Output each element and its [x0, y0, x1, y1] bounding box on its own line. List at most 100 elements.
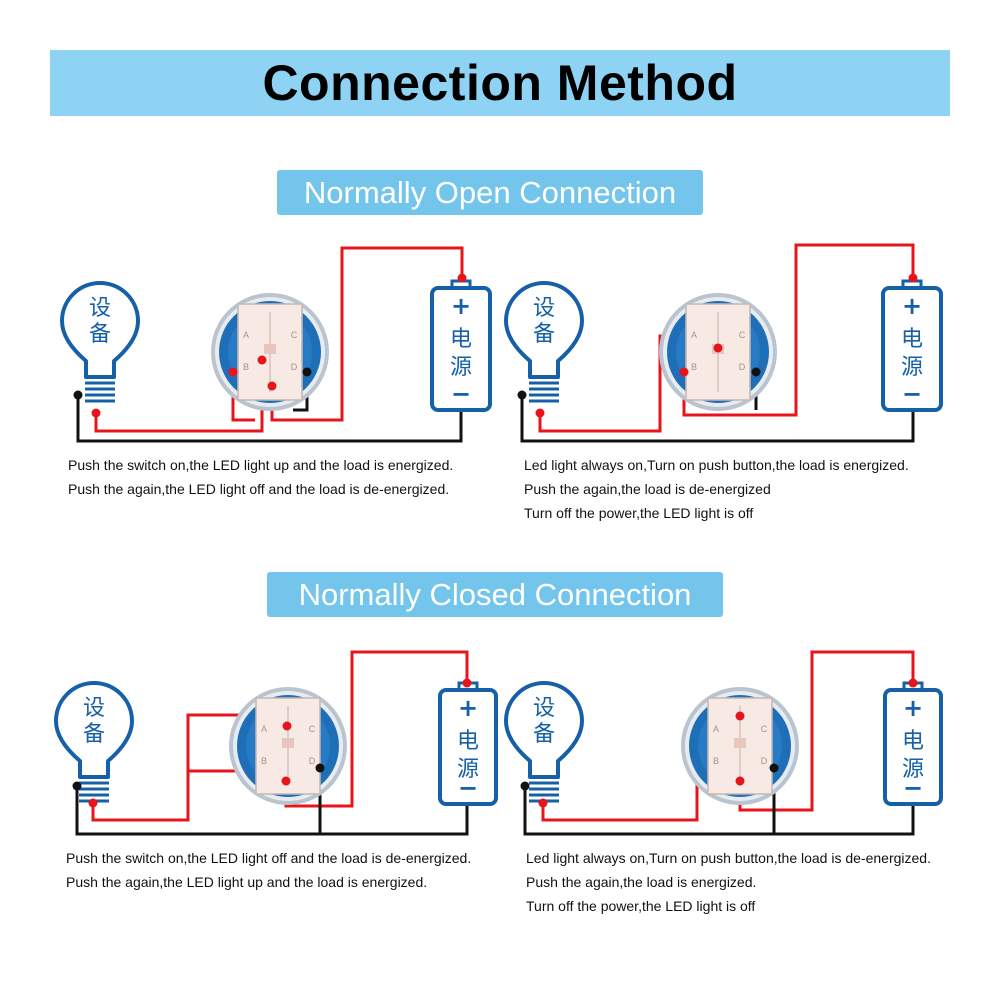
bulb-icon [504, 681, 584, 779]
bulb-label: 设备 [533, 296, 555, 347]
bulb-icon [54, 681, 134, 779]
caption-line: Led light always on,Turn on push button,… [526, 850, 931, 866]
terminal-dot [315, 763, 325, 773]
caption-line: Push the again,the LED light up and the … [66, 874, 428, 890]
battery-icon [438, 688, 498, 806]
battery-plus-label: + [458, 694, 478, 722]
battery-plus-label: + [902, 292, 922, 320]
switch-terminal-letter: A [243, 330, 249, 340]
terminal-dot [535, 408, 545, 418]
battery-minus-label: − [903, 774, 923, 802]
switch-terminal-letter: A [261, 724, 267, 734]
battery-icon [430, 286, 492, 412]
switch-contact [734, 738, 746, 748]
bulb-label: 设备 [89, 296, 111, 347]
battery-label: 电源 [902, 729, 924, 782]
terminal-dot [281, 776, 291, 786]
bulb-icon [504, 281, 584, 379]
switch-terminal-letter: D [761, 756, 768, 766]
terminal-dot [713, 343, 723, 353]
bulb-label: 设备 [83, 696, 105, 747]
caption-line: Led light always on,Turn on push button,… [524, 457, 909, 473]
battery-plus-label: + [903, 694, 923, 722]
diagram-nc-left: A C B D 设备 + 电源− [54, 650, 498, 836]
title-bar: Connection Method [50, 50, 950, 116]
terminal-dot [462, 678, 472, 688]
battery-minus-label: − [902, 380, 922, 408]
switch-terminal-letter: D [739, 362, 746, 372]
page-title: Connection Method [262, 55, 738, 111]
terminal-dot [91, 408, 101, 418]
caption-nc-left: Push the switch on,the LED light off and… [66, 846, 471, 894]
section-badge-normally-open: Normally Open Connection [277, 170, 703, 215]
terminal-dot [228, 367, 238, 377]
terminal-dot [267, 381, 277, 391]
terminal-dot [679, 367, 689, 377]
terminal-dot [282, 721, 292, 731]
switch-terminal-letter: C [309, 724, 316, 734]
caption-no-left: Push the switch on,the LED light up and … [68, 453, 453, 501]
diagram-no-right: A C B D 设备 + 电源− [504, 243, 943, 443]
battery-label: 电源 [901, 327, 923, 380]
bulb-icon [60, 281, 140, 379]
terminal-dot [520, 781, 530, 791]
terminal-dot [908, 678, 918, 688]
switch-terminal-letter: C [739, 330, 746, 340]
wire [270, 246, 464, 422]
battery-label: 电源 [457, 729, 479, 782]
diagram-nc-right: A C B D 设备 + 电源− [504, 650, 943, 836]
terminal-dot [457, 273, 467, 283]
switch-terminal-letter: B [243, 362, 249, 372]
terminal-dot [73, 390, 83, 400]
terminal-dot [735, 711, 745, 721]
caption-line: Push the switch on,the LED light up and … [68, 457, 454, 473]
battery-icon [881, 286, 943, 412]
bulb-label: 设备 [533, 696, 555, 747]
wire [523, 786, 915, 836]
switch-terminal-letter: D [291, 362, 298, 372]
section-title: Normally Open Connection [303, 174, 677, 210]
battery-minus-label: − [451, 380, 471, 408]
switch-terminal-letter: C [761, 724, 768, 734]
switch-terminal-letter: A [691, 330, 697, 340]
battery-icon [883, 688, 943, 806]
terminal-dot [72, 781, 82, 791]
caption-no-right: Led light always on,Turn on push button,… [524, 453, 909, 525]
switch-contact [264, 344, 276, 354]
wire [76, 395, 463, 443]
section-title: Normally Closed Connection [298, 576, 692, 612]
switch-terminal-letter: B [713, 756, 719, 766]
switch-terminal-letter: D [309, 756, 316, 766]
caption-line: Turn off the power,the LED light is off [524, 505, 754, 521]
wire [520, 395, 915, 443]
caption-line: Push the again,the LED light off and the… [68, 481, 450, 497]
diagram-no-left: A C B D 设备 + 电源− [60, 246, 492, 443]
caption-line: Push the again,the load is energized. [526, 874, 757, 890]
caption-nc-right: Led light always on,Turn on push button,… [526, 846, 931, 918]
switch-terminal-letter: A [713, 724, 719, 734]
wire [738, 650, 915, 812]
caption-line: Push the again,the load is de-energized [524, 481, 771, 497]
caption-line: Turn off the power,the LED light is off [526, 898, 756, 914]
wire [682, 243, 915, 417]
terminal-dot [88, 798, 98, 808]
switch-terminal-letter: C [291, 330, 298, 340]
section-badge-normally-closed: Normally Closed Connection [267, 572, 723, 617]
terminal-dot [751, 367, 761, 377]
terminal-dot [538, 798, 548, 808]
switch-terminal-letter: B [691, 362, 697, 372]
switch-contact [282, 738, 294, 748]
switch-terminal-letter: B [261, 756, 267, 766]
battery-plus-label: + [451, 292, 471, 320]
terminal-dot [302, 367, 312, 377]
terminal-dot [735, 776, 745, 786]
caption-line: Push the switch on,the LED light off and… [66, 850, 472, 866]
terminal-dot [908, 273, 918, 283]
terminal-dot [769, 763, 779, 773]
battery-minus-label: − [458, 774, 478, 802]
terminal-dot [517, 390, 527, 400]
wire [75, 786, 469, 836]
terminal-dot [257, 355, 267, 365]
battery-label: 电源 [450, 327, 472, 380]
